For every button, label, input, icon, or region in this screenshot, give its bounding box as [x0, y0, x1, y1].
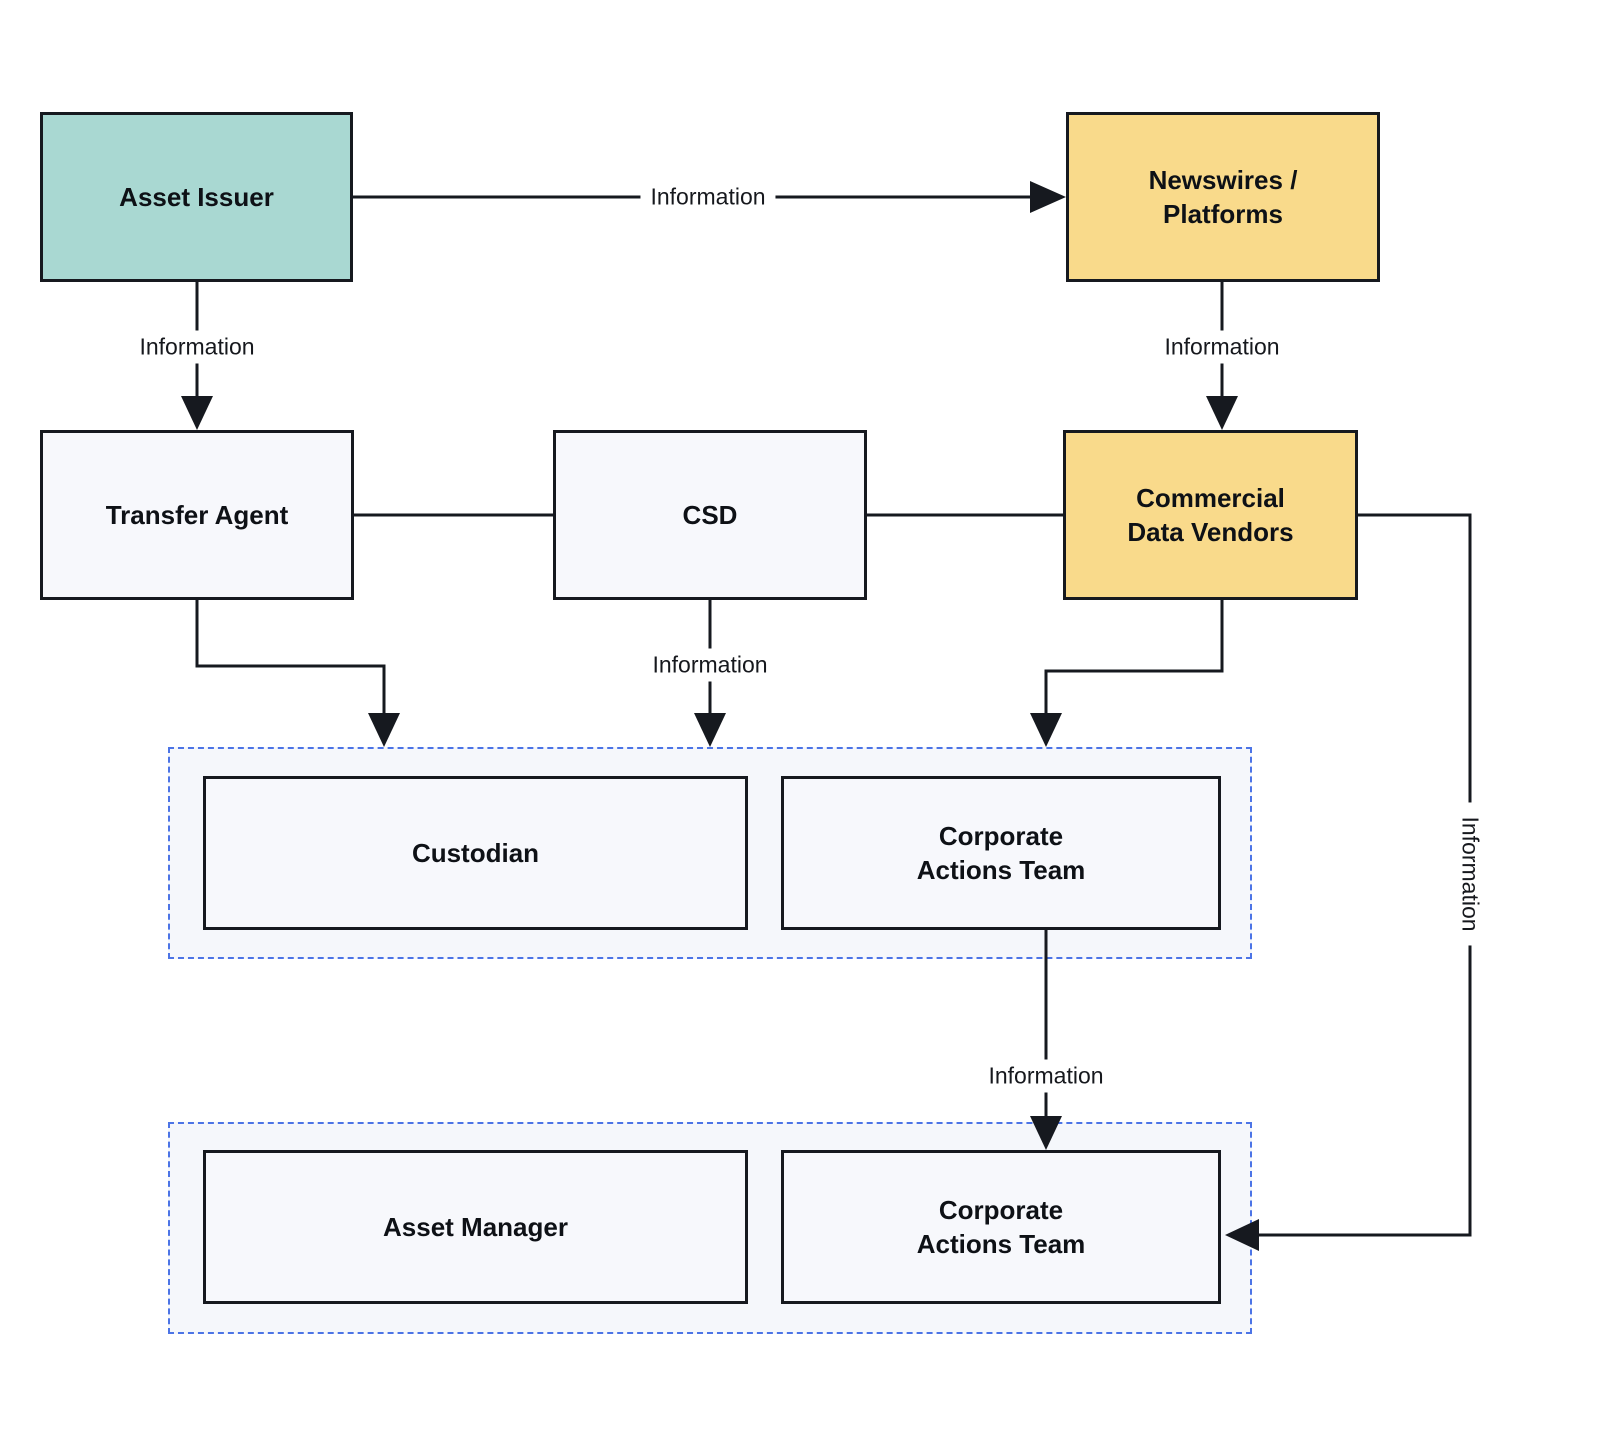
arrowhead-into-cat2-right — [1225, 1219, 1259, 1251]
edge-label-cat1-to-cat2: Information — [978, 1059, 1114, 1093]
arrowhead-into-custodian-group-right — [1030, 713, 1062, 747]
node-transfer-agent-label: Transfer Agent — [105, 499, 289, 530]
node-asset-manager: Asset Manager — [203, 1150, 748, 1304]
node-newswires-platforms: Newswires / Platforms — [1066, 112, 1380, 282]
node-csd-label: CSD — [682, 499, 738, 530]
arrowhead-into-cat2-top — [1030, 1116, 1062, 1150]
edge-label-newswires-to-vendors: Information — [1154, 330, 1290, 364]
node-asset-manager-label: Asset Manager — [383, 1211, 568, 1242]
edge-transfer-agent-to-custodian-group — [195, 600, 386, 715]
edge-vendors-to-corporate-actions-team-1 — [1044, 600, 1224, 715]
node-asset-issuer-label: Asset Issuer — [119, 181, 274, 212]
node-commercial-data-vendors-label: Commercial Data Vendors — [1127, 482, 1294, 547]
node-transfer-agent: Transfer Agent — [40, 430, 354, 600]
node-newswires-platforms-label: Newswires / Platforms — [1148, 164, 1298, 229]
node-commercial-data-vendors: Commercial Data Vendors — [1063, 430, 1358, 600]
arrowhead-into-newswires — [1030, 181, 1066, 213]
arrowhead-into-vendors — [1206, 396, 1238, 430]
node-custodian-label: Custodian — [411, 837, 540, 868]
node-asset-issuer: Asset Issuer — [40, 112, 353, 282]
edge-vendors-to-cat2-right-route — [1257, 513, 1472, 1237]
edge-label-issuer-to-transfer-agent: Information — [129, 330, 265, 364]
node-corporate-actions-team-custodian: Corporate Actions Team — [781, 776, 1221, 930]
node-corporate-actions-team-custodian-label: Corporate Actions Team — [916, 820, 1086, 885]
edge-label-csd-to-custodian-group: Information — [642, 648, 778, 682]
arrowhead-into-custodian-group-left — [368, 713, 400, 747]
node-corporate-actions-team-asset-manager: Corporate Actions Team — [781, 1150, 1221, 1304]
edge-label-vendors-to-cat2: Information — [1453, 802, 1487, 946]
arrowhead-into-custodian-group-middle — [694, 713, 726, 747]
node-corporate-actions-team-asset-manager-label: Corporate Actions Team — [916, 1194, 1086, 1259]
edge-label-issuer-to-newswires: Information — [640, 180, 776, 214]
node-custodian: Custodian — [203, 776, 748, 930]
arrowhead-into-transfer-agent — [181, 396, 213, 430]
node-csd: CSD — [553, 430, 867, 600]
